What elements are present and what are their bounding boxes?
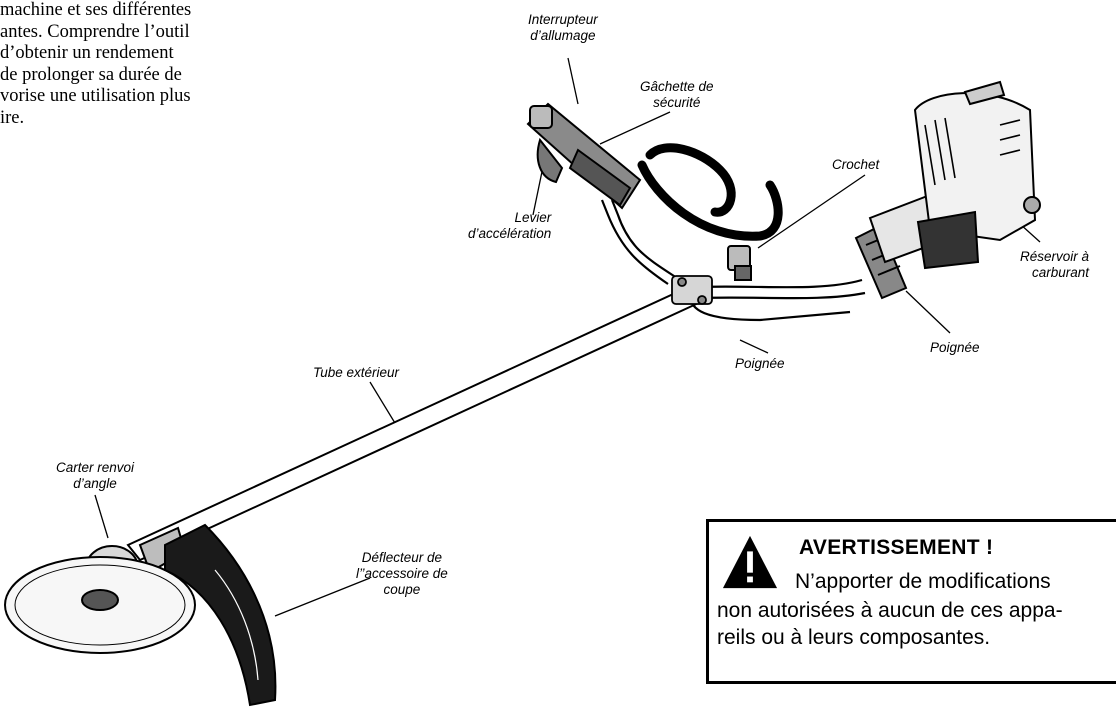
label-line: Carter renvoi [56,460,134,476]
label-line: l’’accessoire de [356,566,448,582]
label-line: d’angle [56,476,134,492]
label-outer-tube: Tube extérieur [313,365,399,381]
warning-title: AVERTISSEMENT ! [799,536,993,560]
warning-text-line: N’apporter de modifications [795,570,1051,594]
label-line: Réservoir à [1020,249,1089,265]
warning-text: non autorisées à aucun de ces appa- reil… [717,597,1112,651]
label-hook: Crochet [832,157,879,173]
label-throttle-lever: Levier d’accélération [468,210,551,242]
label-line: d’accélération [468,226,551,242]
handlebar-clamp [672,276,712,304]
label-safety-trigger: Gâchette de sécurité [640,79,714,111]
label-line: sécurité [640,95,714,111]
warning-box: AVERTISSEMENT ! N’apporter de modificati… [706,519,1116,684]
label-grip-right: Poignée [930,340,980,356]
warning-text-line: reils ou à leurs composantes. [717,624,1112,651]
outer-tube [128,284,705,560]
label-deflector: Déflecteur de l’’accessoire de coupe [356,550,448,598]
warning-text-line: non autorisées à aucun de ces appa- [717,597,1112,624]
shoulder-strap [642,148,778,236]
label-line: Déflecteur de [356,550,448,566]
engine [870,82,1040,268]
label-line: carburant [1020,265,1089,281]
throttle-grip [528,104,640,208]
warning-triangle-icon [721,534,779,592]
strap-hook [728,246,751,280]
label-line: Levier [468,210,551,226]
label-line: Poignée [930,340,980,356]
label-gear-head: Carter renvoi d’angle [56,460,134,492]
label-fuel-tank: Réservoir à carburant [1020,249,1089,281]
label-line: Gâchette de [640,79,714,95]
label-line: Tube extérieur [313,365,399,381]
label-grip-center: Poignée [735,356,785,372]
label-line: Interrupteur [528,12,598,28]
label-ignition-switch: Interrupteur d’allumage [528,12,598,44]
label-line: Poignée [735,356,785,372]
label-line: d’allumage [528,28,598,44]
label-line: coupe [356,582,448,598]
label-line: Crochet [832,157,879,173]
